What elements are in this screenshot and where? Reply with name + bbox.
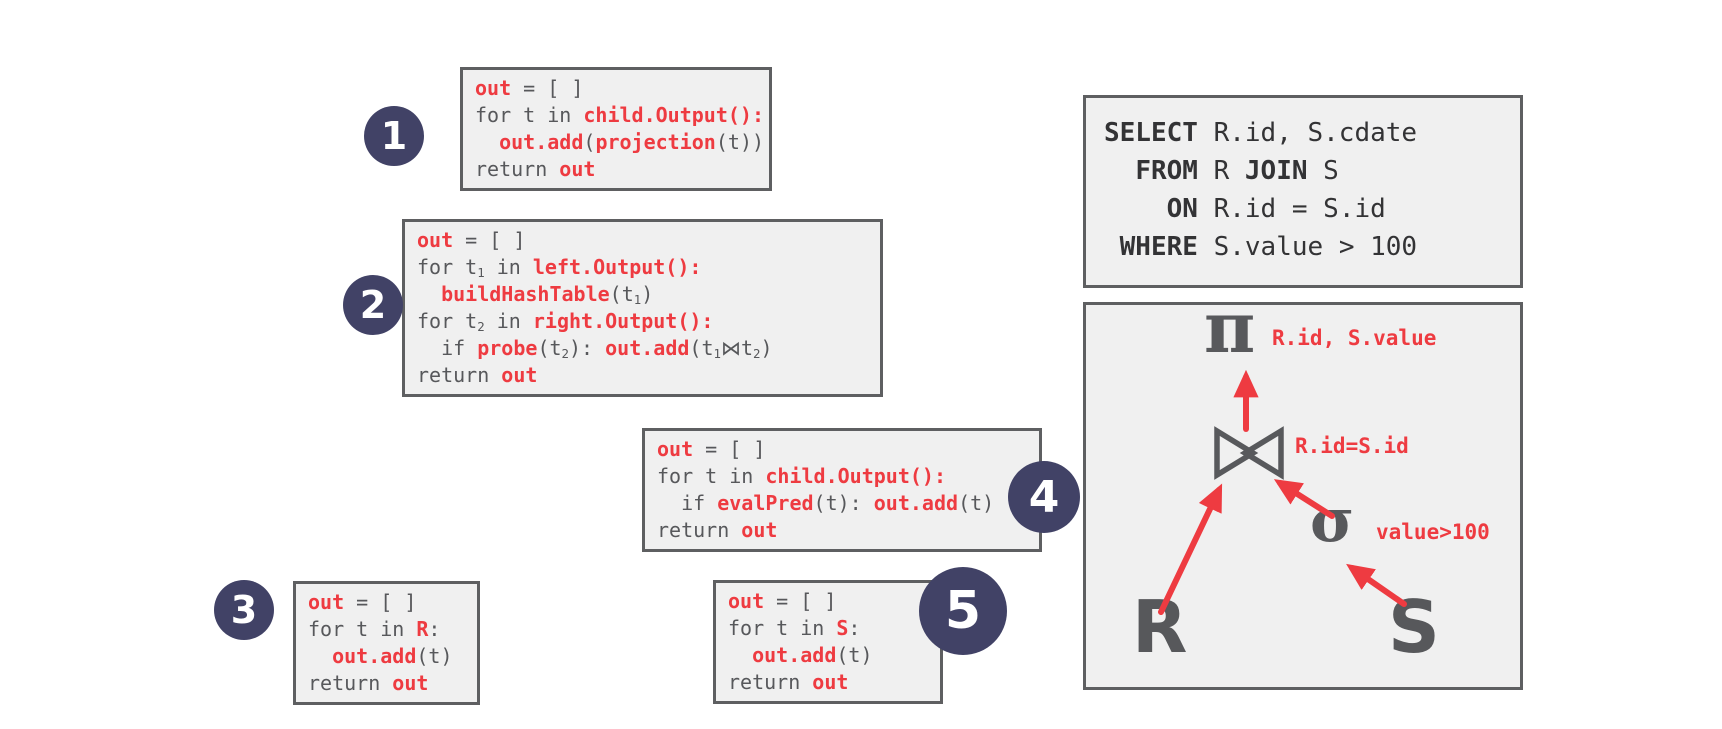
projection-columns-label: R.id, S.value	[1272, 326, 1437, 350]
relation-s-label: S	[1388, 585, 1440, 669]
code-line: out = [ ]	[475, 76, 584, 100]
code-line: for t1 in left.Output():	[417, 255, 702, 281]
join-icon	[1214, 426, 1284, 480]
code-line: buildHashTable(t1)	[441, 282, 654, 308]
scan-r-operator-code: out = [ ] for t in R: out.add(t) return ou…	[293, 581, 480, 705]
code-line: return out	[728, 670, 849, 694]
join-predicate-label: R.id=S.id	[1295, 434, 1409, 458]
code-line: if evalPred(t): out.add(t)	[657, 491, 995, 515]
relation-r-label: R	[1132, 585, 1188, 669]
selection-predicate-label: value>100	[1376, 520, 1490, 544]
code-line: for t2 in right.Output():	[417, 309, 714, 335]
code-line: return out	[657, 518, 778, 542]
code-line: out.add(projection(t))	[499, 130, 765, 154]
step-1-badge: 1	[364, 106, 424, 166]
code-line: out.add(t)	[752, 643, 873, 667]
code-line: if probe(t2): out.add(t1⋈t2)	[417, 336, 773, 362]
code-line: out = [ ]	[728, 589, 837, 613]
code-line: ON R.id = S.id	[1166, 194, 1386, 224]
code-line: out = [ ]	[308, 590, 417, 614]
code-line: return out	[417, 363, 538, 387]
filter-operator-code: out = [ ] for t in child.Output(): if eva…	[642, 428, 1042, 552]
step-5-badge: 5	[919, 567, 1007, 655]
code-line: out = [ ]	[417, 228, 526, 252]
projection-operator-code: out = [ ] for t in child.Output(): out.ad…	[460, 67, 772, 191]
code-line: out = [ ]	[657, 437, 766, 461]
projection-symbol: π	[1204, 286, 1256, 369]
code-line: for t in child.Output():	[657, 464, 946, 488]
step-3-badge: 3	[214, 580, 274, 640]
code-line: SELECT R.id, S.cdate	[1104, 118, 1418, 148]
sql-query: SELECT R.id, S.cdate FROM R JOIN S ON R.…	[1083, 95, 1523, 288]
code-line: for t in child.Output():	[475, 103, 764, 127]
selection-symbol: σ	[1310, 486, 1355, 556]
scan-s-operator-code: out = [ ] for t in S: out.add(t) return ou…	[713, 580, 943, 704]
code-line: for t in S:	[728, 616, 861, 640]
code-line: for t in R:	[308, 617, 441, 641]
step-4-badge: 4	[1008, 461, 1080, 533]
code-line: WHERE S.value > 100	[1119, 232, 1418, 262]
query-plan: π R.id, S.value R.id=S.id σ value>100 R …	[1083, 293, 1523, 690]
hash-join-operator-code: out = [ ] for t1 in left.Output(): buildH…	[402, 219, 883, 397]
code-line: return out	[308, 671, 429, 695]
code-line: FROM R JOIN S	[1135, 156, 1339, 186]
code-line: return out	[475, 157, 596, 181]
step-2-badge: 2	[343, 275, 403, 335]
code-line: out.add(t)	[332, 644, 453, 668]
